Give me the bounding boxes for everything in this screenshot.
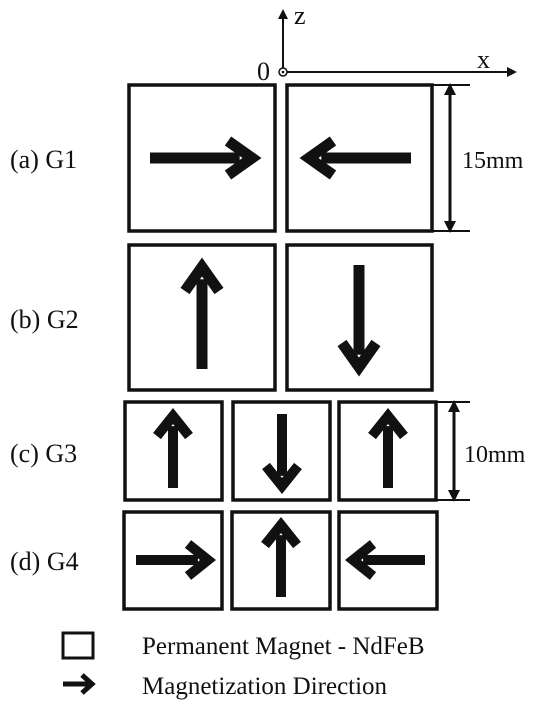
legend: Permanent Magnet - NdFeB Magnetization D…	[61, 631, 425, 700]
magnet-block	[123, 400, 224, 502]
magnet-block	[127, 243, 277, 392]
group-label: (a) G1	[10, 145, 77, 174]
magnet-block	[285, 243, 434, 392]
arrow-down-icon	[262, 414, 302, 495]
legend-direction-label: Magnetization Direction	[142, 673, 388, 700]
magnet-block	[337, 400, 438, 502]
arrow-right-icon	[136, 540, 217, 580]
group-g2: (b) G2	[10, 243, 434, 392]
arrow-left-icon	[344, 540, 425, 580]
origin-label: 0	[257, 57, 270, 86]
group-label: (c) G3	[10, 439, 77, 468]
dimension-15mm: 15mm	[432, 83, 524, 233]
legend-magnet-label: Permanent Magnet - NdFeB	[142, 633, 425, 660]
arrow-left-icon	[299, 136, 411, 180]
group-label: (d) G4	[10, 547, 79, 576]
dimension-label: 15mm	[462, 148, 524, 174]
z-axis-label: z	[294, 1, 306, 30]
dimension-10mm: 10mm	[436, 400, 526, 502]
x-axis-label: x	[477, 45, 490, 74]
legend-arrow-icon	[63, 673, 96, 695]
magnet-block	[230, 510, 332, 611]
group-label: (b) G2	[10, 305, 79, 334]
group-g4: (d) G4	[10, 510, 439, 611]
arrow-up-icon	[368, 407, 408, 488]
magnet-block	[337, 510, 439, 611]
group-g3: (c) G3 10mm	[10, 400, 526, 502]
group-g1: (a) G1 15mm	[10, 83, 524, 233]
arrow-up-icon	[153, 407, 193, 488]
legend-magnet-swatch	[61, 631, 95, 660]
magnet-block	[127, 83, 277, 233]
arrow-right-icon	[150, 136, 262, 180]
arrow-up-icon	[261, 516, 301, 597]
arrow-down-icon	[337, 265, 381, 377]
arrow-up-icon	[180, 257, 224, 369]
magnet-block	[231, 400, 332, 502]
dimension-label: 10mm	[464, 442, 526, 468]
magnet-block	[285, 83, 434, 233]
coordinate-axes: z x 0	[257, 1, 517, 86]
arrow-right-icon	[63, 673, 96, 695]
magnet-block	[122, 510, 224, 611]
